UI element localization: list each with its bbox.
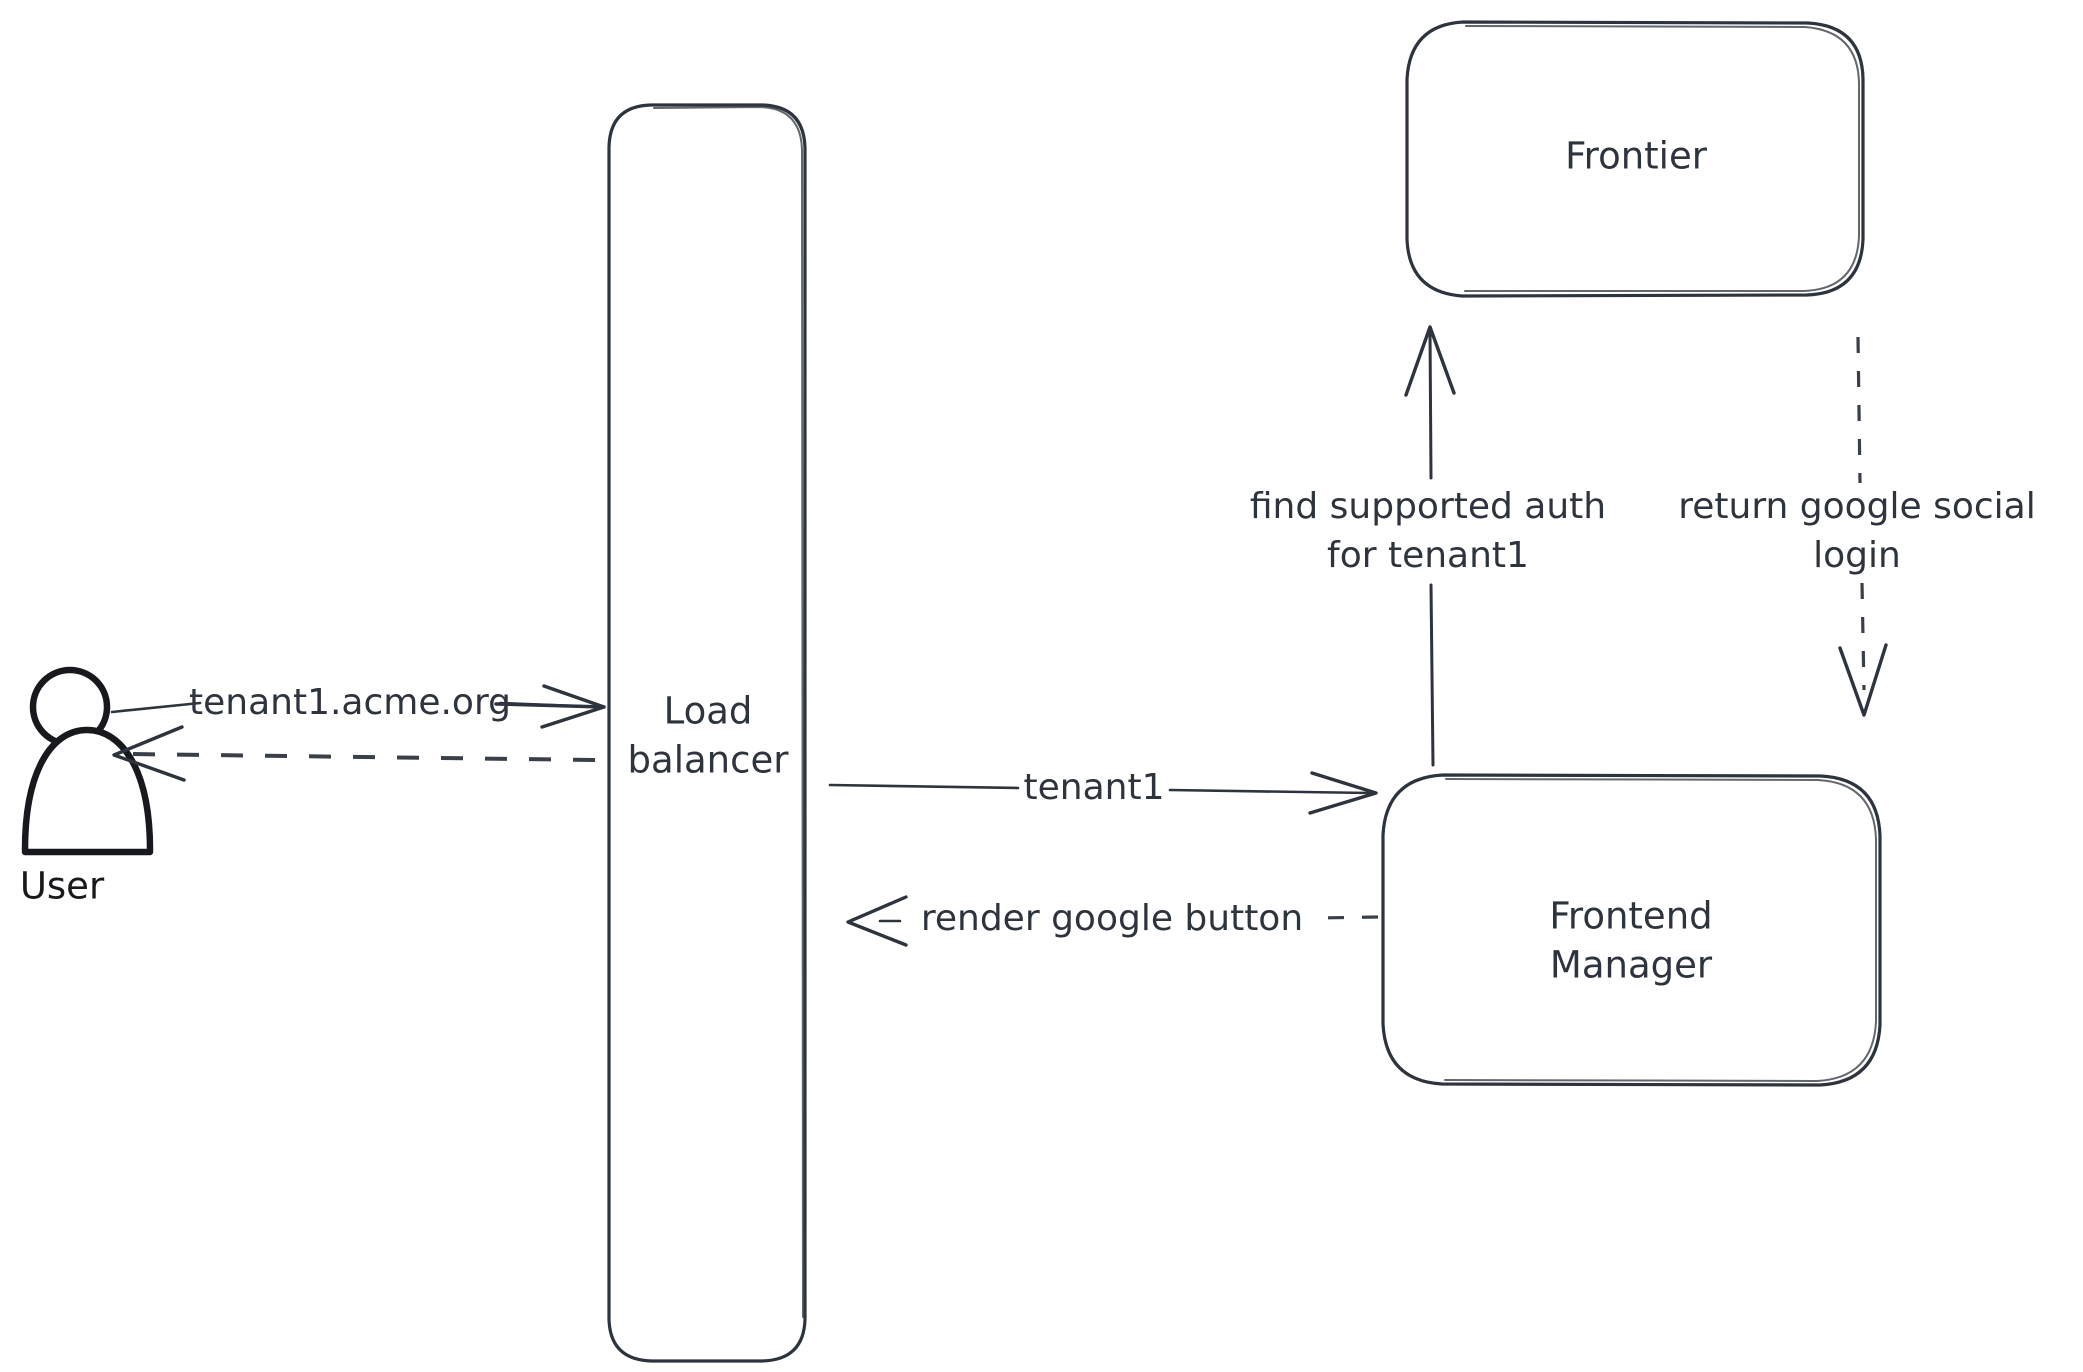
load-balancer-node[interactable]: Load balancer [607, 103, 807, 1363]
arrow-head-right-icon [1308, 771, 1378, 815]
edge-label-find-supported-auth-line2: for tenant1 [1327, 535, 1529, 576]
frontend-manager-node[interactable]: Frontend Manager [1381, 773, 1882, 1087]
user-head-icon [29, 666, 111, 748]
frontier-label: Frontier [1565, 135, 1708, 178]
edge-frontier-to-frontend-manager[interactable]: return google social login [1678, 336, 2036, 717]
arrow-head-right-icon [494, 684, 606, 729]
load-balancer-label-line1: Load [664, 690, 753, 733]
edge-load-balancer-to-user[interactable] [112, 725, 596, 782]
frontend-manager-label-line2: Manager [1550, 944, 1713, 987]
frontend-manager-label-line1: Frontend [1549, 895, 1712, 938]
arrow-head-left-icon [112, 725, 186, 782]
edge-load-balancer-to-frontend-manager[interactable]: tenant1 [828, 767, 1378, 815]
edge-label-find-supported-auth-line1: find supported auth [1250, 486, 1606, 527]
user-actor-label: User [20, 865, 105, 908]
arrow-head-left-icon [846, 895, 908, 947]
user-actor[interactable]: User [0, 637, 180, 908]
arrow-head-up-icon [1404, 325, 1456, 397]
load-balancer-label-line2: balancer [628, 739, 790, 782]
edge-frontend-manager-to-frontier[interactable]: find supported auth for tenant1 [1250, 325, 1606, 767]
edge-label-tenant1-acme-org: tenant1.acme.org [189, 682, 511, 723]
edge-label-tenant1: tenant1 [1024, 767, 1165, 808]
edge-user-to-load-balancer[interactable]: tenant1.acme.org [110, 682, 606, 729]
frontier-node[interactable]: Frontier [1405, 20, 1865, 298]
edge-frontend-manager-to-load-balancer[interactable]: render google button [846, 895, 1379, 947]
edge-label-render-google-button: render google button [921, 898, 1303, 939]
edge-label-return-google-social-line2: login [1813, 535, 1901, 576]
edge-label-return-google-social-line1: return google social [1678, 486, 2036, 527]
arrow-head-down-icon [1838, 643, 1888, 717]
user-body-icon [21, 726, 154, 856]
